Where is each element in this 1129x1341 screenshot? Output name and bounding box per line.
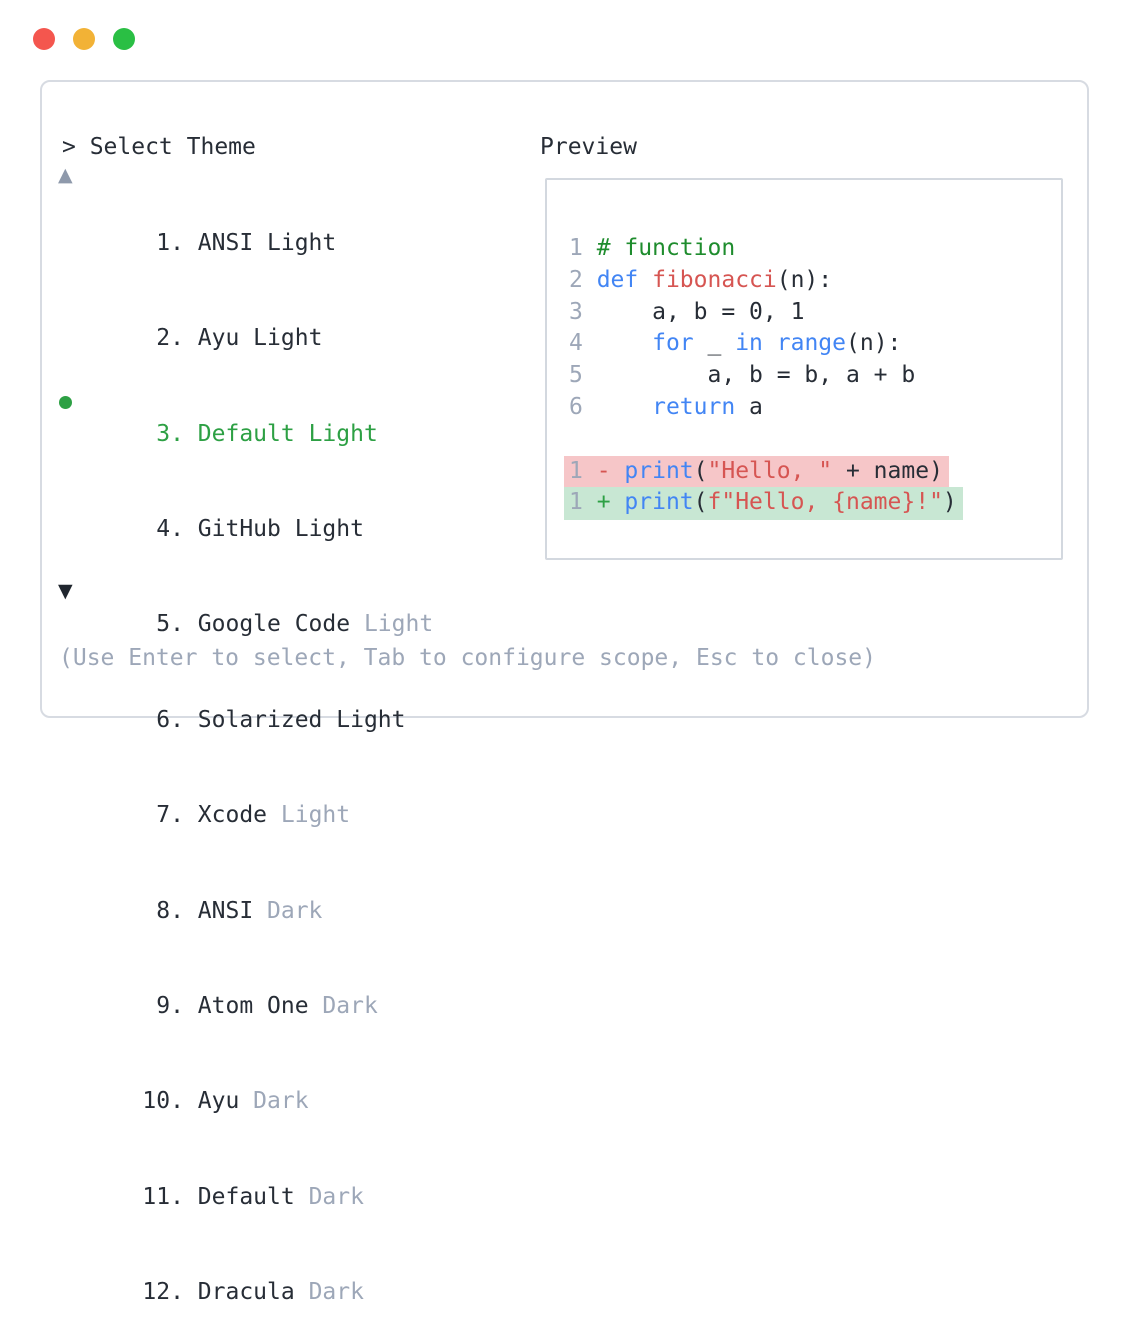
theme-number: 11 [142, 1183, 171, 1210]
theme-list-item[interactable]: 11. Default Dark [87, 1150, 433, 1245]
zoom-button[interactable] [113, 28, 135, 50]
theme-number: 9 [156, 992, 171, 1019]
theme-list-item[interactable]: 5. Google Code Light [87, 578, 433, 673]
theme-number: 1 [156, 229, 171, 256]
code-line: 3 a, b = 0, 1 [569, 297, 1061, 329]
preview-title: Preview [540, 134, 637, 160]
theme-name: Default [197, 1183, 295, 1210]
code-tokens: a, b = b, a + b [596, 362, 916, 389]
code-line: 4 for _ in range(n): [569, 328, 1061, 360]
theme-variant: Light [350, 611, 434, 638]
close-button[interactable] [33, 28, 55, 50]
theme-list-item[interactable]: 8. ANSI Dark [87, 864, 433, 959]
scroll-up-indicator[interactable]: ▲ [58, 164, 73, 186]
theme-variant: Dark [308, 992, 378, 1019]
theme-list-item[interactable]: 12. Dracula Dark [87, 1245, 433, 1340]
theme-name: Ayu [197, 1088, 240, 1115]
line-number: 1 [569, 457, 597, 484]
code-line: 2 def fibonacci(n): [569, 265, 1061, 297]
line-number: 2 [569, 266, 597, 293]
theme-list-item[interactable]: 3. Default Light [59, 387, 433, 482]
theme-number: 3 [156, 420, 171, 447]
line-number: 5 [569, 362, 597, 389]
theme-name: Xcode [197, 802, 268, 829]
line-number: 6 [569, 393, 597, 420]
theme-list-item[interactable]: 1. ANSI Light [87, 196, 433, 291]
theme-name: ANSI [197, 897, 254, 924]
theme-name: Ayu [197, 325, 240, 352]
code-tokens: a, b = 0, 1 [596, 298, 805, 325]
theme-list-item[interactable]: 9. Atom One Dark [87, 959, 433, 1054]
theme-variant: Dark [239, 1088, 309, 1115]
theme-name: Solarized [197, 706, 323, 733]
theme-variant: Light [280, 515, 364, 542]
theme-variant: Light [267, 802, 351, 829]
code-line: 6 return a [569, 392, 1061, 424]
code-tokens: return a [652, 393, 763, 420]
theme-number: 5 [156, 611, 171, 638]
code-line: 5 a, b = b, a + b [569, 360, 1061, 392]
code-area: 1 # function 2 def fibonacci(n): 3 a, b … [564, 233, 1061, 521]
theme-list-item[interactable]: 10. Ayu Dark [87, 1055, 433, 1150]
theme-number: 10 [142, 1088, 171, 1115]
help-text: (Use Enter to select, Tab to configure s… [59, 645, 876, 671]
theme-list-item[interactable]: 6. Solarized Light [87, 673, 433, 768]
theme-variant: Dark [294, 1183, 364, 1210]
selected-dot-icon [59, 395, 72, 409]
theme-name: ANSI [197, 229, 254, 256]
theme-name: Google Code [197, 611, 351, 638]
theme-variant: Dark [294, 1279, 364, 1306]
theme-number: 2 [156, 325, 171, 352]
code-line: 1 # function [569, 233, 1061, 265]
theme-name: Default [197, 420, 295, 447]
code-line: 1 + print(f"Hello, {name}!") [564, 487, 1061, 521]
theme-list-item[interactable]: 4. GitHub Light [87, 482, 433, 577]
theme-name: GitHub [197, 515, 281, 542]
scroll-down-indicator[interactable]: ▼ [58, 580, 73, 602]
preview-box: 1 # function 2 def fibonacci(n): 3 a, b … [545, 178, 1063, 560]
code-tokens: + print(f"Hello, {name}!") [596, 489, 957, 516]
code-tokens: # function [596, 235, 736, 261]
code-tokens: - print("Hello, " + name) [596, 457, 943, 484]
theme-list: 1. ANSI Light 2. Ayu Light 3. Default Li… [59, 196, 433, 1341]
theme-variant: Light [253, 229, 337, 256]
theme-number: 4 [156, 515, 171, 542]
traffic-lights [33, 28, 135, 50]
theme-variant: Light [294, 420, 378, 447]
code-line: 1 - print("Hello, " + name) [564, 455, 1061, 489]
minimize-button[interactable] [73, 28, 95, 50]
theme-variant: Dark [253, 897, 323, 924]
theme-variant: Light [239, 325, 323, 352]
code-tokens: def fibonacci(n): [596, 266, 833, 293]
theme-number: 6 [156, 706, 171, 733]
theme-number: 12 [142, 1279, 171, 1306]
theme-variant: Light [322, 706, 406, 733]
theme-name: Dracula [197, 1279, 295, 1306]
line-number: 1 [569, 489, 597, 516]
line-number: 1 [569, 235, 597, 261]
code-line [569, 424, 1061, 456]
theme-picker-panel: > Select Theme ▲ 1. ANSI Light 2. Ayu Li… [40, 80, 1089, 1305]
line-number: 3 [569, 298, 597, 325]
select-theme-prompt: > Select Theme [62, 134, 256, 160]
code-tokens: for _ in range(n): [652, 330, 902, 357]
theme-list-item[interactable]: 7. Xcode Light [87, 768, 433, 863]
theme-name: Atom One [197, 992, 309, 1019]
theme-list-item[interactable]: 2. Ayu Light [87, 291, 433, 386]
theme-number: 7 [156, 802, 171, 829]
theme-number: 8 [156, 897, 171, 924]
line-number: 4 [569, 330, 597, 357]
